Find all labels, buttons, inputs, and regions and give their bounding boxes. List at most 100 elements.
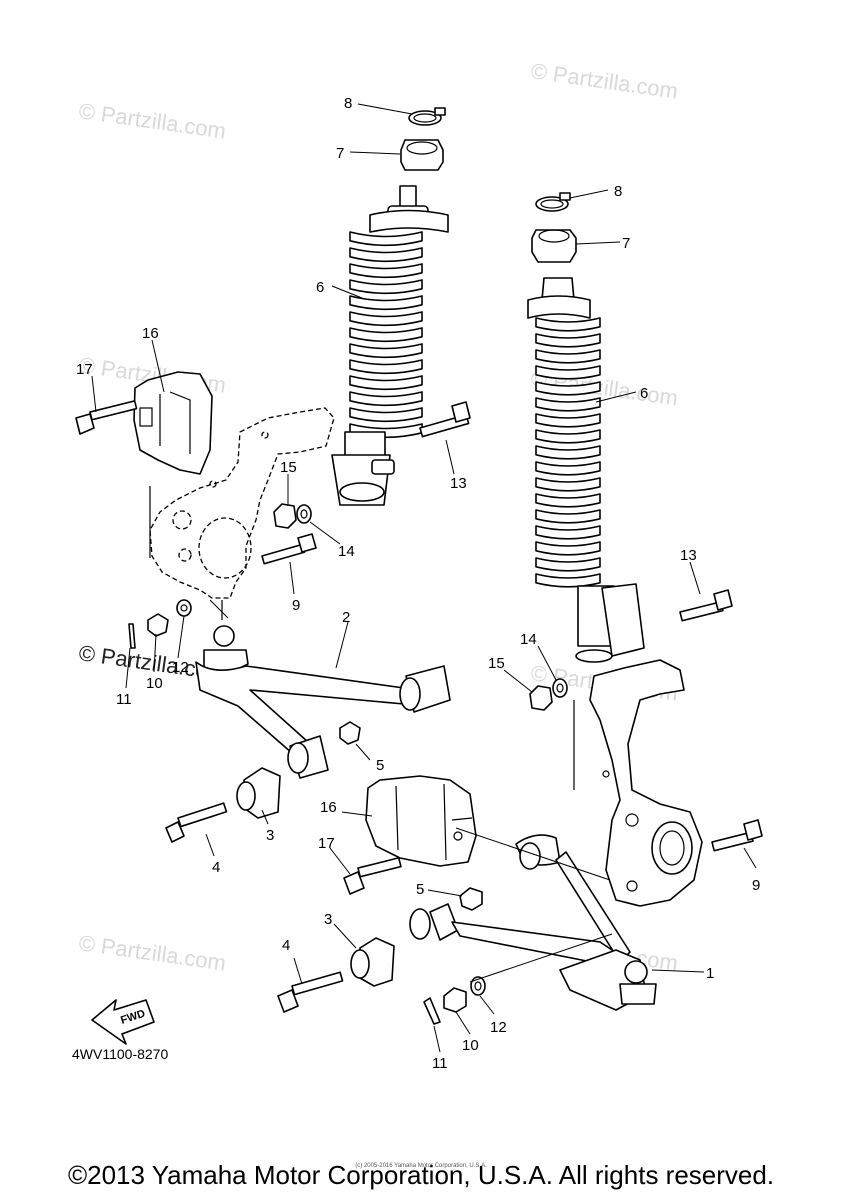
callout-3: 3 <box>324 911 332 928</box>
bolt-part <box>419 401 471 438</box>
bolt-part <box>343 857 402 895</box>
spring-coil <box>535 461 601 476</box>
shock-absorber-left <box>331 185 449 506</box>
bushing-part <box>236 767 281 819</box>
callout-7: 7 <box>622 235 630 252</box>
spring-coil <box>535 573 601 588</box>
callout-13: 13 <box>450 475 467 492</box>
circlip-part <box>408 107 446 126</box>
callout-12: 12 <box>172 659 189 676</box>
washer-part <box>470 976 486 996</box>
spring-coil <box>349 407 423 423</box>
callout-17: 17 <box>318 835 335 852</box>
callout-10: 10 <box>462 1037 479 1054</box>
spring-coil <box>535 397 601 412</box>
protector-cover-right <box>365 775 477 867</box>
callout-9: 9 <box>292 597 300 614</box>
spring-coil <box>349 295 423 311</box>
callout-7: 7 <box>336 145 344 162</box>
spring-coil <box>535 365 601 380</box>
callout-4: 4 <box>282 937 290 954</box>
spring-coil <box>535 477 601 492</box>
callout-15: 15 <box>488 655 505 672</box>
circlip-part <box>535 192 571 212</box>
nut-part <box>147 613 169 637</box>
locknut-part <box>400 139 444 171</box>
spring-coil <box>535 525 601 540</box>
watermark: © Partzilla.com <box>77 930 227 975</box>
callout-13: 13 <box>680 547 697 564</box>
spring-coil <box>349 327 423 343</box>
protector-cover-left <box>133 371 213 475</box>
steering-knuckle-right <box>573 659 703 907</box>
callout-9: 9 <box>752 877 760 894</box>
callout-14: 14 <box>520 631 537 648</box>
bolt-part <box>261 533 317 565</box>
callout-16: 16 <box>320 799 337 816</box>
callout-15: 15 <box>280 459 297 476</box>
bolt-part <box>165 802 228 843</box>
spring-coil <box>535 349 601 364</box>
bolt-part <box>277 971 344 1013</box>
callout-11: 11 <box>432 1055 448 1072</box>
nut-part <box>459 887 483 911</box>
spring-coil <box>349 279 423 295</box>
diagram-code: 4WV1100-8270 <box>72 1046 169 1062</box>
callout-layer: 8 7 6 16 17 15 14 13 9 2 11 10 12 5 3 4 … <box>76 95 760 1072</box>
spring-coil <box>535 541 601 556</box>
bolt-part <box>711 819 763 852</box>
spring-coil <box>535 557 601 572</box>
shock-absorber-right <box>527 277 645 663</box>
spring-coil <box>349 359 423 375</box>
cotter-pin-part <box>128 623 136 649</box>
upper-arm <box>195 625 451 779</box>
callout-10: 10 <box>146 675 163 692</box>
bushing-part <box>350 937 395 987</box>
spring-coil <box>535 413 601 428</box>
callout-16: 16 <box>142 325 159 342</box>
callout-6: 6 <box>316 279 324 296</box>
fwd-arrow-icon: FWD <box>91 999 155 1045</box>
copyright-notice: ©2013 Yamaha Motor Corporation, U.S.A. A… <box>67 1160 775 1190</box>
callout-8: 8 <box>344 95 352 112</box>
callout-14: 14 <box>338 543 355 560</box>
spring-coil <box>535 509 601 524</box>
spring-coil <box>349 391 423 407</box>
callout-8: 8 <box>614 183 622 200</box>
callout-3: 3 <box>266 827 274 844</box>
callout-2: 2 <box>342 609 350 626</box>
watermark: © Partzilla.com <box>77 98 227 143</box>
spring-coil <box>535 333 601 348</box>
spring-coil <box>535 381 601 396</box>
spring-coil <box>535 429 601 444</box>
spring-coil <box>349 263 423 279</box>
bolt-part <box>679 589 733 622</box>
leader-lines <box>91 103 757 1053</box>
watermark: © Partzilla.com <box>529 58 679 103</box>
spring-coil <box>535 445 601 460</box>
callout-5: 5 <box>416 881 424 898</box>
spring-coil <box>349 343 423 359</box>
nut-part <box>273 503 297 529</box>
spring-coil <box>349 311 423 327</box>
washer-part <box>552 678 568 698</box>
spring-coil <box>535 493 601 508</box>
callout-1: 1 <box>706 965 714 982</box>
callout-5: 5 <box>376 757 384 774</box>
nut-part <box>529 685 553 711</box>
spring-coil <box>349 375 423 391</box>
callout-12: 12 <box>490 1019 507 1036</box>
spring-coil <box>535 317 601 332</box>
callout-4: 4 <box>212 859 220 876</box>
bolt-part <box>75 400 138 435</box>
nut-part <box>339 721 361 745</box>
cotter-pin-part <box>423 997 441 1025</box>
locknut-part <box>531 229 577 263</box>
spring-coil <box>349 247 423 263</box>
callout-11: 11 <box>116 691 132 708</box>
washer-part <box>176 599 192 617</box>
callout-6: 6 <box>640 385 648 402</box>
small-copyright-note: (c) 2005-2016 Yamaha Motor Corporation, … <box>355 1163 487 1169</box>
washer-part <box>296 504 312 524</box>
